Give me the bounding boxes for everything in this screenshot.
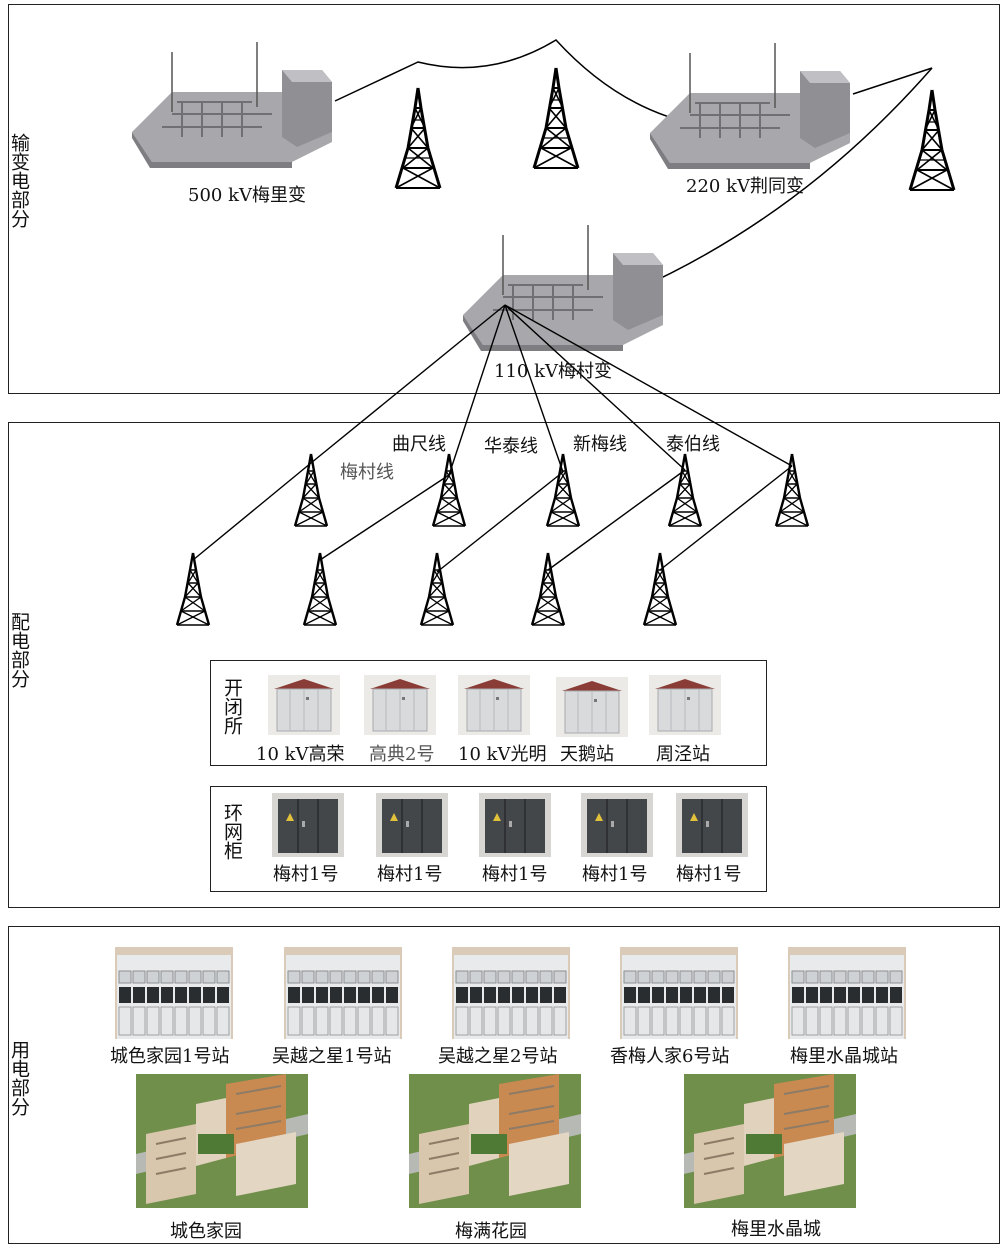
switch-station-image [364,675,436,735]
community-image [136,1074,308,1208]
ring-main-unit-label: 环网柜 [221,803,243,860]
user-station-caption: 吴越之星2号站 [438,1046,558,1067]
user-station-image [788,947,906,1039]
user-station-caption: 香梅人家6号站 [610,1046,730,1067]
community-caption: 城色家园 [170,1221,242,1242]
ring-main-unit-image [676,793,748,857]
ring-main-unit-image [376,793,448,857]
ring-main-unit-caption: 梅村1号 [273,864,339,885]
user-station-caption: 梅里水晶城站 [790,1046,898,1067]
ring-main-unit-image [272,793,344,857]
switch-station-caption: 周泾站 [656,744,710,765]
ring-main-unit-caption: 梅村1号 [377,864,443,885]
feeder-label-taibo: 泰伯线 [666,434,720,455]
ring-main-unit-caption: 梅村1号 [482,864,548,885]
substation-110kv-label: 110 kV梅村变 [494,361,612,382]
switch-station-image [649,675,721,735]
user-station-caption: 吴越之星1号站 [272,1046,392,1067]
switch-station-image [458,675,530,735]
consumption-section-label: 用电部分 [8,1040,30,1116]
feeder-label-quchi: 曲尺线 [392,434,446,455]
switch-station-label: 开闭所 [221,678,243,735]
switch-station-caption: 10 kV光明 [458,744,547,765]
ring-main-unit-group [210,786,767,892]
ring-main-unit-caption: 梅村1号 [582,864,648,885]
switch-station-image [556,677,628,737]
user-station-image [452,947,570,1039]
user-station-image [115,947,233,1039]
user-station-caption: 城色家园1号站 [110,1046,230,1067]
feeder-label-meicun: 梅村线 [340,462,394,483]
community-caption: 梅满花园 [455,1221,527,1242]
feeder-label-huatai: 华泰线 [484,436,538,457]
ring-main-unit-image [581,793,653,857]
substation-500kv-label: 500 kV梅里变 [188,185,306,206]
switch-station-caption: 天鹅站 [560,744,614,765]
ring-main-unit-image [479,793,551,857]
user-station-image [620,947,738,1039]
community-image [684,1074,856,1208]
switch-station-group [210,660,767,766]
switch-station-caption: 高典2号 [369,744,435,765]
transmission-section-label: 输变电部分 [8,133,30,228]
switch-station-caption: 10 kV高荣 [256,744,345,765]
ring-main-unit-caption: 梅村1号 [676,864,742,885]
substation-220kv-label: 220 kV荆同变 [686,176,804,197]
community-caption: 梅里水晶城 [731,1219,821,1240]
community-image [409,1074,581,1208]
feeder-label-xinmei: 新梅线 [573,434,627,455]
distribution-section-label: 配电部分 [8,612,30,688]
switch-station-image [268,675,340,735]
user-station-image [284,947,402,1039]
